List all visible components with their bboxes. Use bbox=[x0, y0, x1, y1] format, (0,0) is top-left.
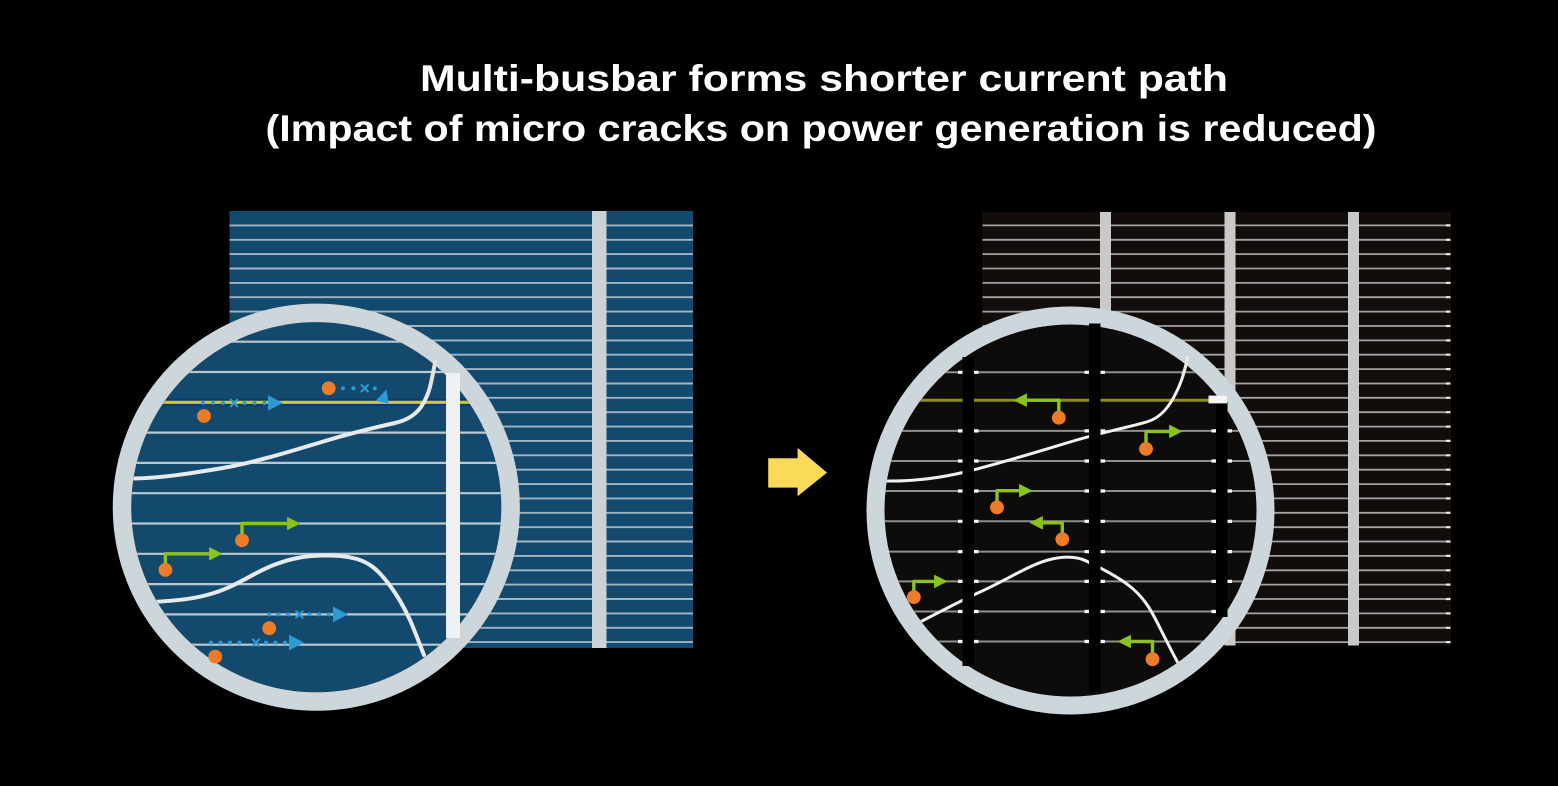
svg-text:Multi-busbar forms shorter cur: Multi-busbar forms shorter current path bbox=[420, 58, 1228, 99]
svg-text:(Impact of micro cracks on pow: (Impact of micro cracks on power generat… bbox=[266, 108, 1377, 149]
